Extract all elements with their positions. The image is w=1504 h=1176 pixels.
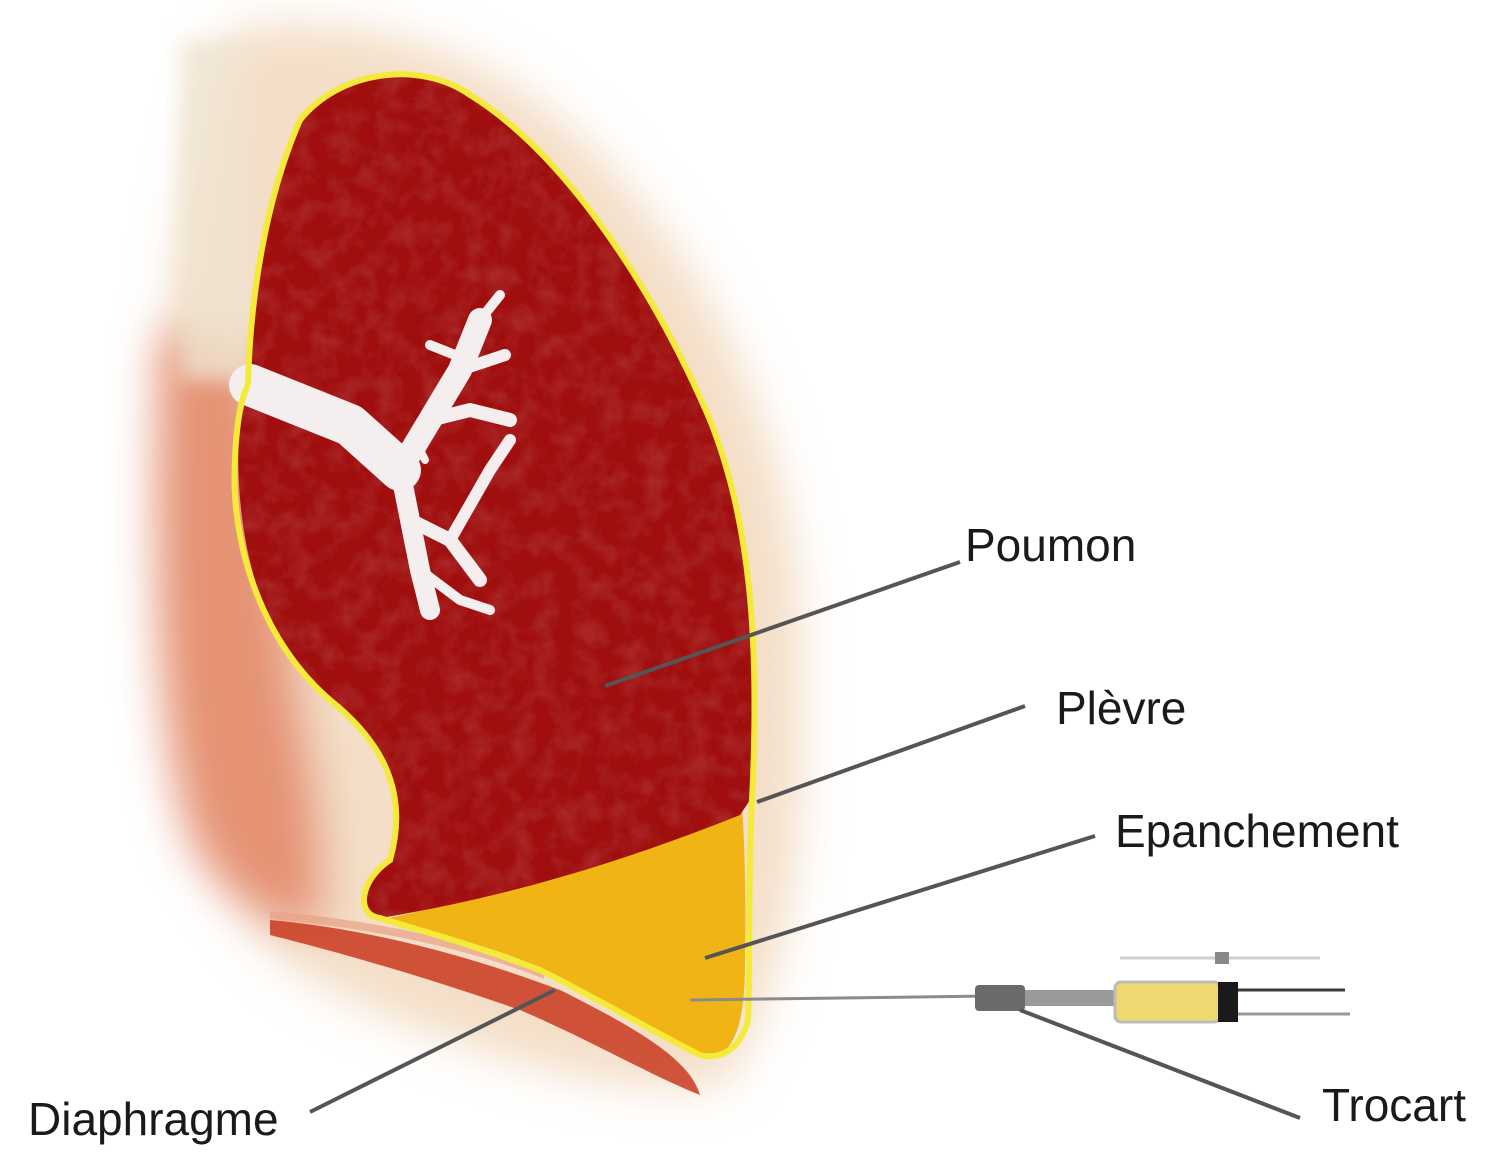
label-poumon: Poumon — [965, 522, 1136, 568]
label-diaphragme: Diaphragme — [28, 1096, 279, 1142]
label-epanchement: Epanchement — [1115, 808, 1399, 854]
rib-cage — [180, 40, 250, 380]
label-trocart: Trocart — [1322, 1082, 1466, 1128]
leader-line-trocart — [1020, 1010, 1300, 1118]
label-plevre: Plèvre — [1056, 685, 1186, 731]
